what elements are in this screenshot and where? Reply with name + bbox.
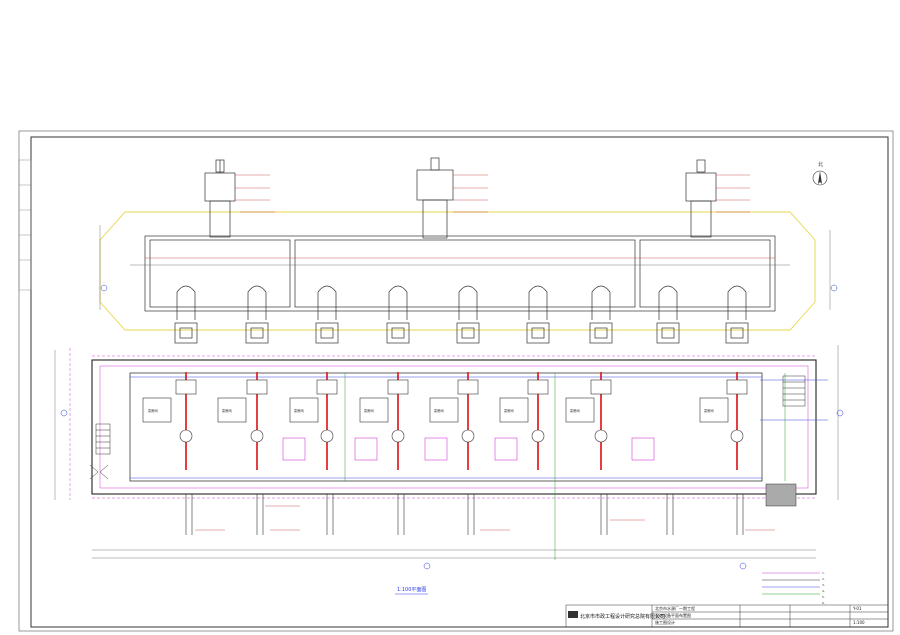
inner-frame	[30, 136, 889, 628]
sheet-name: 泵站设备平面布置图	[655, 612, 691, 618]
upper-structure	[144, 235, 776, 312]
note-line: 2.	[822, 577, 825, 581]
intake-tower-left	[204, 159, 236, 238]
motor-boxes	[142, 397, 729, 423]
discharge-annotations	[195, 505, 775, 531]
outer-frame	[18, 130, 894, 632]
axis-markers	[60, 284, 844, 570]
room-labels: 泵房间 泵房间 泵房间 泵房间 泵房间 泵房间 泵房间 泵房间	[148, 408, 714, 413]
pump-house-walls	[91, 359, 817, 495]
right-stair	[782, 375, 806, 407]
room-label: 泵房间	[504, 408, 514, 413]
room-label: 泵房间	[434, 408, 444, 413]
right-stair-block	[765, 483, 797, 507]
design-stage: 施工图设计	[655, 619, 675, 625]
room-label: 泵房间	[294, 408, 304, 413]
title-block	[565, 604, 889, 628]
company-name: 北京市市政工程设计研究总院有限公司	[580, 613, 665, 620]
north-letter: 北	[818, 161, 823, 168]
drawing-number: Y-01	[852, 606, 862, 611]
notes-block: 1. 2. 3. 4. 5. 6.	[762, 571, 825, 605]
pump-units	[175, 372, 748, 470]
blue-pipelines	[130, 376, 828, 479]
drawing-caption: 1:100平面图	[397, 587, 426, 593]
room-label: 泵房间	[364, 408, 374, 413]
note-line: 5.	[822, 595, 825, 599]
service-lines	[69, 348, 816, 500]
pit-squares	[282, 437, 655, 461]
tower-annotations	[235, 174, 750, 213]
north-arrow-icon: 北	[812, 161, 828, 186]
intake-tower-center	[416, 157, 454, 239]
project-name: 北京市水源厂一期工程	[655, 605, 695, 611]
discharge-pipes	[185, 494, 744, 535]
binding-strip	[18, 159, 32, 291]
room-label: 泵房间	[704, 408, 714, 413]
intake-boxes	[174, 322, 749, 344]
note-line: 3.	[822, 583, 825, 587]
yellow-outline	[99, 211, 816, 331]
dimension-lines	[54, 225, 839, 559]
room-label: 泵房间	[570, 408, 580, 413]
company-logo	[568, 611, 578, 618]
left-stair	[89, 423, 111, 480]
note-line: 4.	[822, 589, 825, 593]
intake-tower-right	[685, 159, 717, 238]
note-line: 1.	[822, 571, 825, 575]
suction-pipes	[176, 285, 747, 320]
room-label: 泵房间	[222, 408, 232, 413]
green-pipelines	[344, 373, 786, 560]
room-label: 泵房间	[148, 408, 158, 413]
note-line: 6.	[822, 601, 825, 605]
drawing-scale: 1:100	[853, 620, 865, 625]
